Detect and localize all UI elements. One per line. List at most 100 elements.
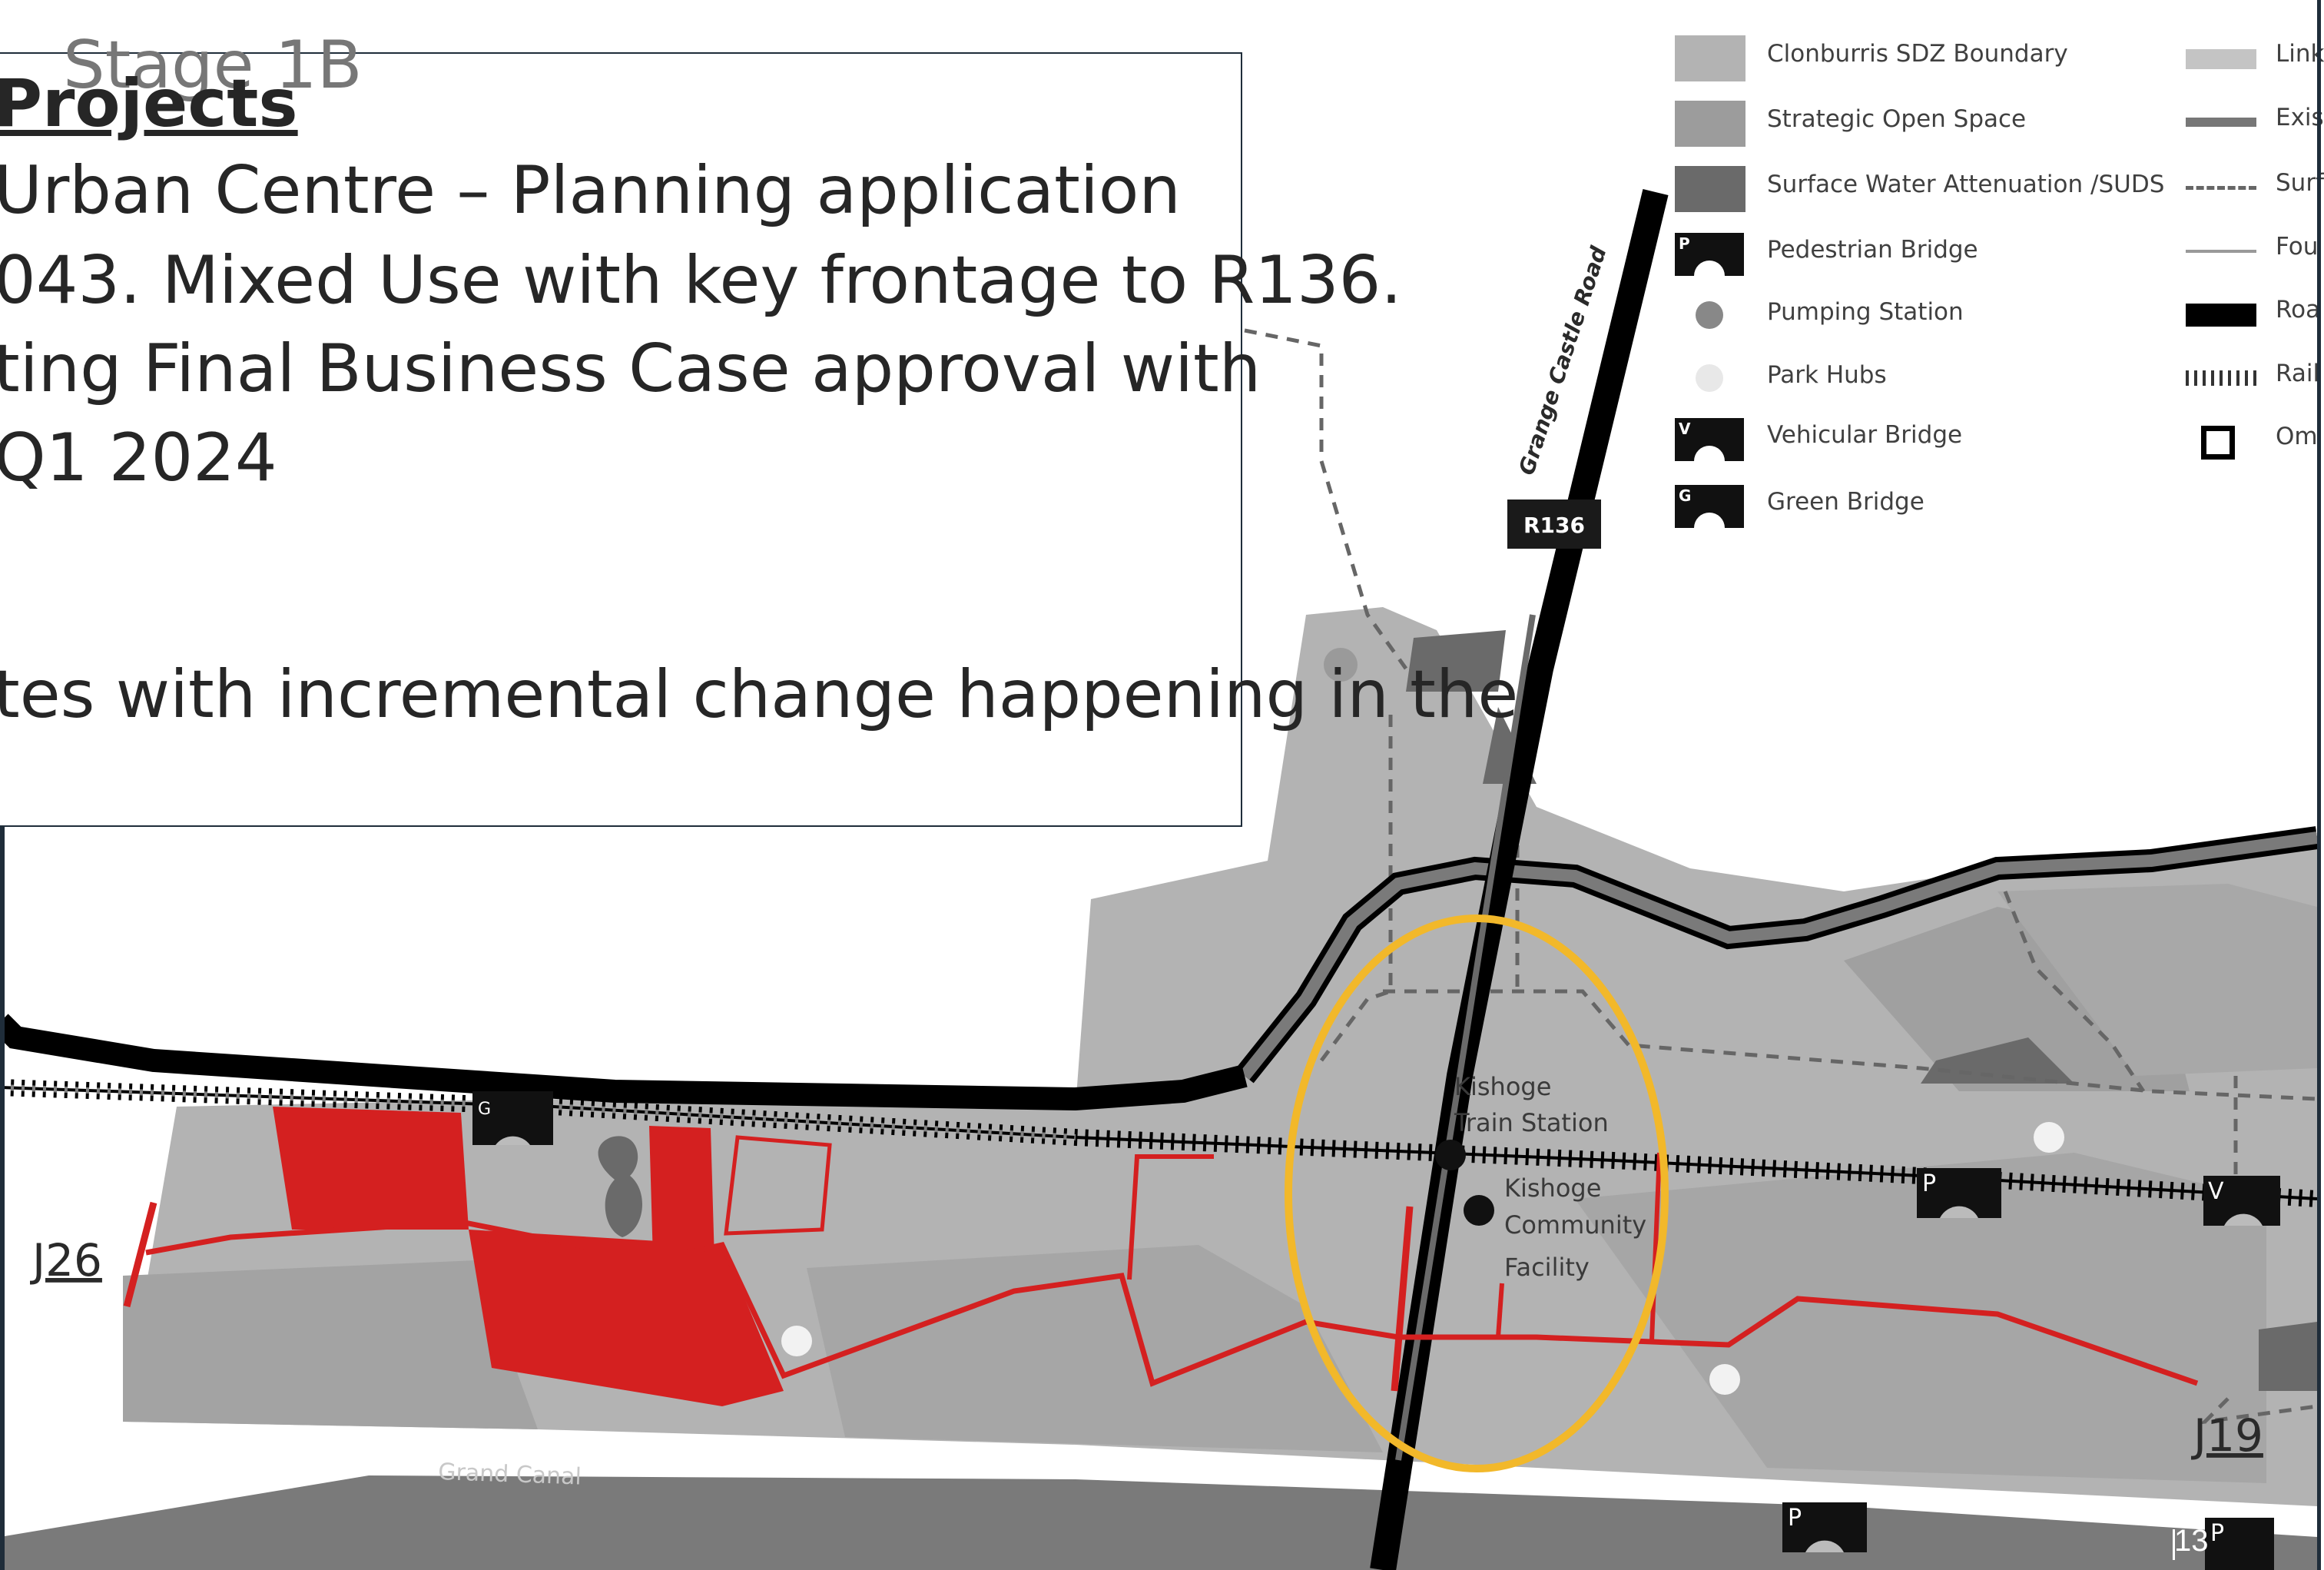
legend-label: Clonburris SDZ Boundary	[1767, 40, 2068, 68]
text-line: ting Final Business Case approval with	[0, 330, 1261, 407]
svg-text:G: G	[478, 1100, 491, 1119]
kishoge-highlight-ellipse	[1285, 914, 1669, 1472]
svg-text:P: P	[2210, 1520, 2224, 1547]
link-road	[1239, 831, 2319, 1080]
light-grey-swatch	[1675, 35, 1745, 81]
legend-label: Surface Water Attenuation /SUDS	[1767, 171, 2165, 198]
suds-patch	[2259, 1322, 2317, 1391]
dashed-path	[1383, 989, 2318, 1101]
bridge-badge-letter: G	[1679, 486, 1692, 505]
railway-ties	[0, 1079, 2318, 1207]
dashed-path	[1320, 715, 1393, 1062]
community-label: Kishoge	[1504, 1173, 1601, 1203]
dark-grey-swatch	[1675, 166, 1745, 212]
legend-label: Roa	[2276, 296, 2321, 324]
community-label: Facility	[1504, 1253, 1590, 1282]
bridge-badge-letter: V	[1679, 420, 1691, 438]
community-label: Community	[1504, 1210, 1646, 1240]
thin-grey-line-swatch	[2186, 250, 2256, 253]
pedestrian-bridge-icon: P	[1782, 1502, 1867, 1552]
suds-patch	[1406, 630, 1506, 692]
pedestrian-bridge-icon: P	[1917, 1168, 2001, 1218]
legend-label: Vehicular Bridge	[1767, 421, 1963, 449]
station-label: Kishoge	[1454, 1072, 1551, 1101]
community-facility-point	[1464, 1195, 1494, 1226]
suds-patch	[1921, 1037, 2074, 1084]
pumping-station-icon	[1696, 301, 1723, 329]
legend-label: Pedestrian Bridge	[1767, 236, 1978, 264]
j26-marker	[123, 1201, 157, 1308]
link-road-west	[0, 1014, 1248, 1111]
stage-heading-fragment: Stage 1B	[63, 27, 363, 104]
r136-road-inner	[1395, 614, 1536, 1461]
dashed-path	[2199, 1397, 2318, 1425]
legend-label: Fou	[2276, 233, 2319, 261]
light-line-swatch	[2186, 49, 2256, 69]
page-number-separator	[2173, 1529, 2175, 1560]
svg-text:R136: R136	[1523, 513, 1585, 538]
park-hub-icon	[1709, 1364, 1740, 1395]
dashed-line-swatch	[2186, 186, 2256, 190]
development-parcel	[273, 1107, 469, 1230]
park-hub-icon	[781, 1326, 812, 1356]
development-route	[1391, 1206, 1414, 1392]
legend-label: Exis	[2276, 104, 2324, 131]
black-road-swatch	[2186, 304, 2256, 327]
open-space-patch	[123, 1260, 538, 1429]
bridge-arch	[1694, 446, 1725, 461]
projects-heading: Projects	[0, 65, 298, 142]
vehicular-bridge-icon: V	[1675, 418, 1744, 461]
green-bridge-icon: G	[1675, 485, 1744, 528]
development-route	[1127, 1154, 1214, 1280]
open-space-patch	[1997, 884, 2317, 1076]
train-station-point	[1435, 1140, 1466, 1170]
development-route	[145, 1219, 2199, 1387]
legend-label: Surf	[2276, 169, 2324, 197]
park-hub-icon	[1696, 364, 1723, 392]
canal-label: Grand Canal	[438, 1459, 582, 1490]
mid-grey-swatch	[1675, 101, 1745, 147]
slide-right-edge	[2317, 0, 2321, 1570]
rail-swatch	[2186, 370, 2256, 386]
junction-label-west: J26	[30, 1234, 102, 1286]
text-line: Q1 2024	[0, 420, 277, 496]
slide-left-edge	[0, 827, 5, 1570]
bridge-arch	[1694, 261, 1725, 276]
dashed-path	[1244, 328, 1408, 670]
thick-grey-line-swatch	[2186, 118, 2256, 127]
legend-label: Park Hubs	[1767, 361, 1887, 389]
text-line: Urban Centre – Planning application	[0, 152, 1181, 229]
svg-text:P: P	[1922, 1170, 1936, 1197]
legend-label: Om	[2276, 423, 2318, 450]
development-route	[1649, 1152, 1662, 1342]
hollow-square-icon	[2201, 426, 2235, 460]
svg-text:V: V	[2208, 1178, 2224, 1205]
page-number: 13	[2174, 1524, 2209, 1558]
pedestrian-bridge-icon: P	[1675, 233, 1744, 276]
bridge-badge-letter: P	[1679, 234, 1690, 253]
pumping-station-icon	[1324, 648, 1358, 682]
grand-canal	[0, 1475, 2317, 1570]
text-line: 043. Mixed Use with key frontage to R136…	[0, 242, 1402, 319]
legend-label: Link	[2276, 40, 2324, 68]
bridge-arch	[1694, 513, 1725, 528]
road-badge: R136	[1507, 500, 1601, 549]
park-hub-icon	[2034, 1122, 2064, 1153]
railway-ties-white	[0, 1084, 1076, 1140]
open-space-patch	[1575, 1153, 2266, 1483]
legend-label: Rail	[2276, 360, 2320, 387]
development-parcel	[649, 1126, 714, 1260]
dashed-path	[2003, 891, 2146, 1093]
legend-label: Strategic Open Space	[1767, 105, 2027, 133]
svg-text:P: P	[1788, 1505, 1802, 1532]
junction-label-east: J19	[2191, 1409, 2263, 1462]
text-line: tes with incremental change happening in…	[0, 656, 1519, 733]
vehicular-bridge-icon: V	[2203, 1176, 2280, 1226]
legend-label: Green Bridge	[1767, 488, 1925, 516]
development-parcel	[469, 1230, 784, 1406]
water-body	[598, 1136, 643, 1237]
development-route	[1496, 1283, 1504, 1338]
green-bridge-icon: G	[472, 1091, 553, 1145]
